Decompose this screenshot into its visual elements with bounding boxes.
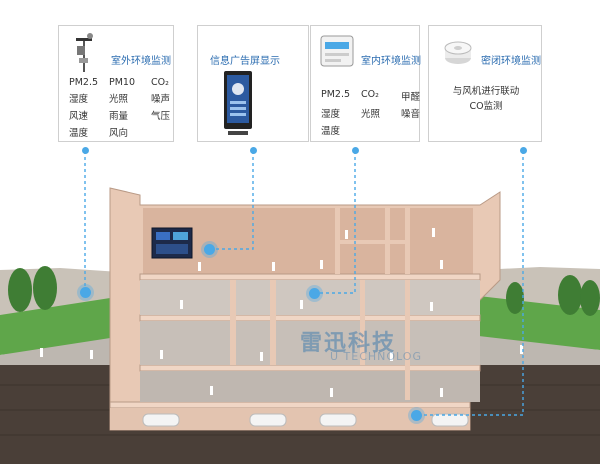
- connector-dot-closed: [520, 147, 527, 154]
- card-indoor-title: 室内环境监测: [361, 56, 421, 67]
- card-info-screen: 信息广告屏显示: [197, 25, 309, 142]
- card-outdoor-monitoring: 室外环境监测 PM2.5 PM10 CO₂ 湿度 光照 噪声 风速 雨量 气压 …: [58, 25, 174, 142]
- building-cutaway: [0, 140, 600, 464]
- param-item: 噪声: [151, 94, 171, 105]
- param-item: 风向: [109, 128, 129, 139]
- watermark-brand: 雷迅科技: [300, 331, 397, 356]
- param-item: 温度: [321, 126, 341, 137]
- indoor-sensor-icon: [320, 35, 354, 67]
- param-item: 气压: [151, 111, 171, 122]
- hotspot-outdoor[interactable]: [80, 287, 91, 298]
- card-indoor-monitoring: 室内环境监测 PM2.5 CO₂ 甲醛 湿度 光照 噪音 温度: [310, 25, 421, 142]
- card-screen-title: 信息广告屏显示: [210, 56, 280, 67]
- param-item: CO₂: [151, 77, 169, 88]
- closed-item: CO监测: [469, 101, 503, 112]
- param-item: PM2.5: [321, 89, 351, 100]
- param-item: 雨量: [109, 111, 129, 122]
- param-item: 光照: [109, 94, 129, 105]
- param-item: 噪音: [401, 109, 421, 120]
- connector-dot-screen: [250, 147, 257, 154]
- outdoor-parameter-grid: PM2.5 PM10 CO₂ 湿度 光照 噪声 风速 雨量 气压 温度 风向: [69, 77, 181, 139]
- param-item: 湿度: [321, 109, 341, 120]
- watermark-sub: U TECHNOLOG: [330, 350, 422, 363]
- connector-dot-outdoor: [82, 147, 89, 154]
- param-item: PM2.5: [69, 77, 99, 88]
- param-item: 甲醛: [401, 92, 421, 103]
- connector-dot-indoor: [352, 147, 359, 154]
- param-item: 光照: [361, 109, 381, 120]
- param-item: PM10: [109, 77, 136, 88]
- hotspot-closed[interactable]: [411, 410, 422, 421]
- ad-screen-icon: [224, 71, 252, 135]
- param-item: 温度: [69, 128, 89, 139]
- card-outdoor-title: 室外环境监测: [111, 56, 171, 67]
- closed-item: 与风机进行联动: [452, 86, 520, 97]
- card-closed-title: 密闭环境监测: [481, 56, 541, 67]
- param-item: CO₂: [361, 89, 379, 100]
- hotspot-screen[interactable]: [204, 244, 215, 255]
- smoke-detector-icon: [444, 41, 472, 64]
- card-closed-monitoring: 密闭环境监测 与风机进行联动 CO监测: [428, 25, 542, 142]
- hotspot-indoor[interactable]: [309, 288, 320, 299]
- indoor-parameter-grid: PM2.5 CO₂ 甲醛 湿度 光照 噪音 温度: [321, 89, 429, 137]
- weather-station-icon: [76, 33, 93, 72]
- closed-item-list: 与风机进行联动 CO监测: [437, 84, 535, 114]
- param-item: 湿度: [69, 94, 89, 105]
- param-item: 风速: [69, 111, 89, 122]
